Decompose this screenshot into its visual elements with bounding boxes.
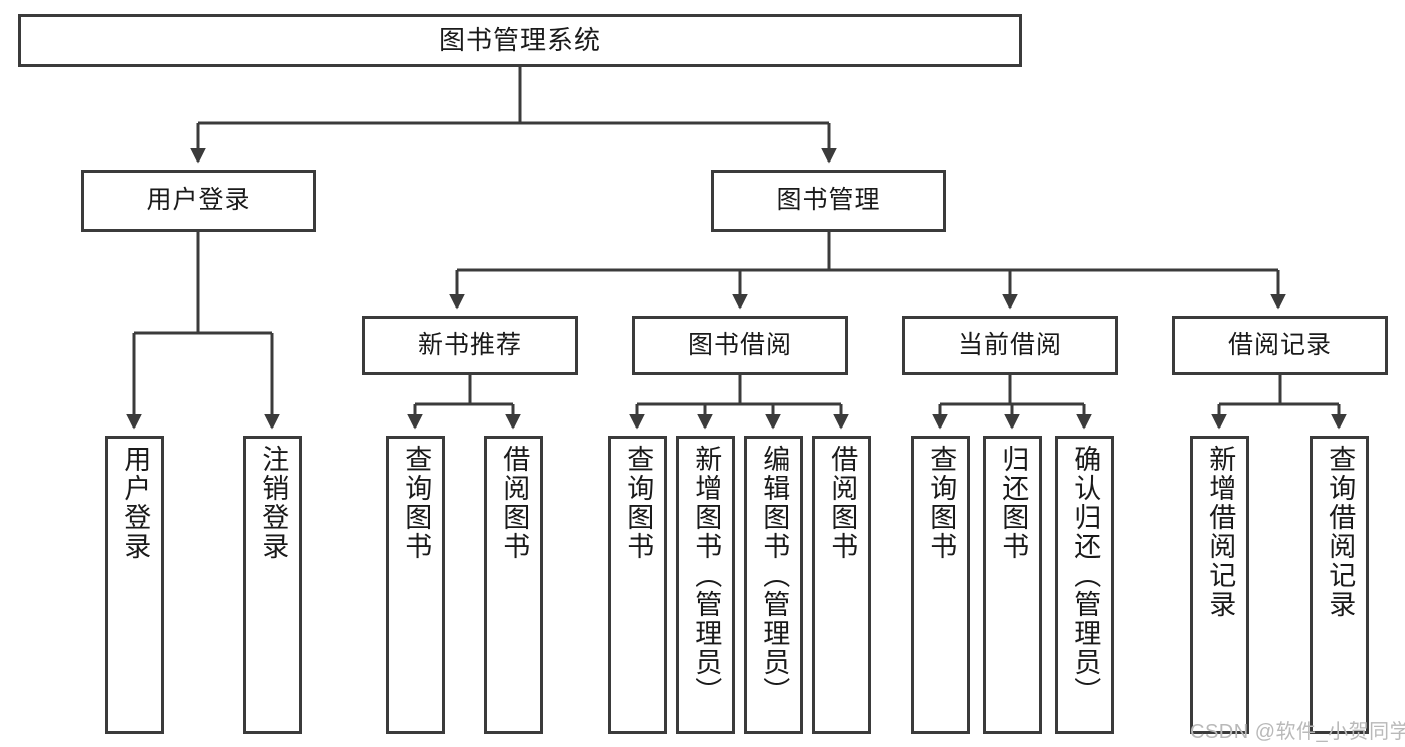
node-borrow-record-label: 借阅记录: [1227, 330, 1332, 359]
leaf-confirm-return-label: 确认归还（管理员）: [1070, 445, 1101, 706]
node-root[interactable]: 图书管理系统: [18, 14, 1022, 67]
leaf-return-book-label: 归还图书: [998, 445, 1029, 561]
node-root-label: 图书管理系统: [438, 25, 601, 56]
node-borrow-record[interactable]: 借阅记录: [1172, 316, 1388, 375]
node-new-book-rec-label: 新书推荐: [417, 330, 522, 359]
csdn-watermark: CSDN @软件_小贺同学: [1190, 721, 1405, 743]
leaf-query-book-3[interactable]: 查询图书: [911, 436, 970, 734]
leaf-return-book[interactable]: 归还图书: [983, 436, 1042, 734]
node-user-login[interactable]: 用户登录: [81, 170, 316, 232]
leaf-query-record-label: 查询借阅记录: [1325, 445, 1356, 619]
leaf-add-record-label: 新增借阅记录: [1205, 445, 1236, 619]
leaf-confirm-return[interactable]: 确认归还（管理员）: [1055, 436, 1114, 734]
leaf-edit-book[interactable]: 编辑图书（管理员）: [744, 436, 803, 734]
leaf-query-book-2-label: 查询图书: [623, 445, 654, 561]
node-new-book-rec[interactable]: 新书推荐: [362, 316, 578, 375]
leaf-borrow-book-1-label: 借阅图书: [499, 445, 530, 561]
leaf-query-book-2[interactable]: 查询图书: [608, 436, 667, 734]
leaf-query-book-3-label: 查询图书: [926, 445, 957, 561]
node-user-login-label: 用户登录: [146, 186, 251, 215]
leaf-user-logout-label: 注销登录: [258, 445, 289, 561]
leaf-query-book-1[interactable]: 查询图书: [386, 436, 445, 734]
leaf-edit-book-label: 编辑图书（管理员）: [759, 445, 790, 706]
leaf-borrow-book-1[interactable]: 借阅图书: [484, 436, 543, 734]
node-current-borrow[interactable]: 当前借阅: [902, 316, 1118, 375]
node-book-borrow-label: 图书借阅: [687, 330, 792, 359]
node-book-manage-label: 图书管理: [776, 186, 881, 215]
leaf-user-login[interactable]: 用户登录: [105, 436, 164, 734]
node-book-borrow[interactable]: 图书借阅: [632, 316, 848, 375]
leaf-user-login-label: 用户登录: [120, 445, 151, 561]
leaf-add-record[interactable]: 新增借阅记录: [1190, 436, 1249, 734]
leaf-user-logout[interactable]: 注销登录: [243, 436, 302, 734]
leaf-borrow-book-2[interactable]: 借阅图书: [812, 436, 871, 734]
node-current-borrow-label: 当前借阅: [957, 330, 1062, 359]
leaf-add-book-label: 新增图书（管理员）: [691, 445, 722, 706]
leaf-borrow-book-2-label: 借阅图书: [827, 445, 858, 561]
node-book-manage[interactable]: 图书管理: [711, 170, 946, 232]
leaf-query-record[interactable]: 查询借阅记录: [1310, 436, 1369, 734]
leaf-add-book[interactable]: 新增图书（管理员）: [676, 436, 735, 734]
leaf-query-book-1-label: 查询图书: [401, 445, 432, 561]
